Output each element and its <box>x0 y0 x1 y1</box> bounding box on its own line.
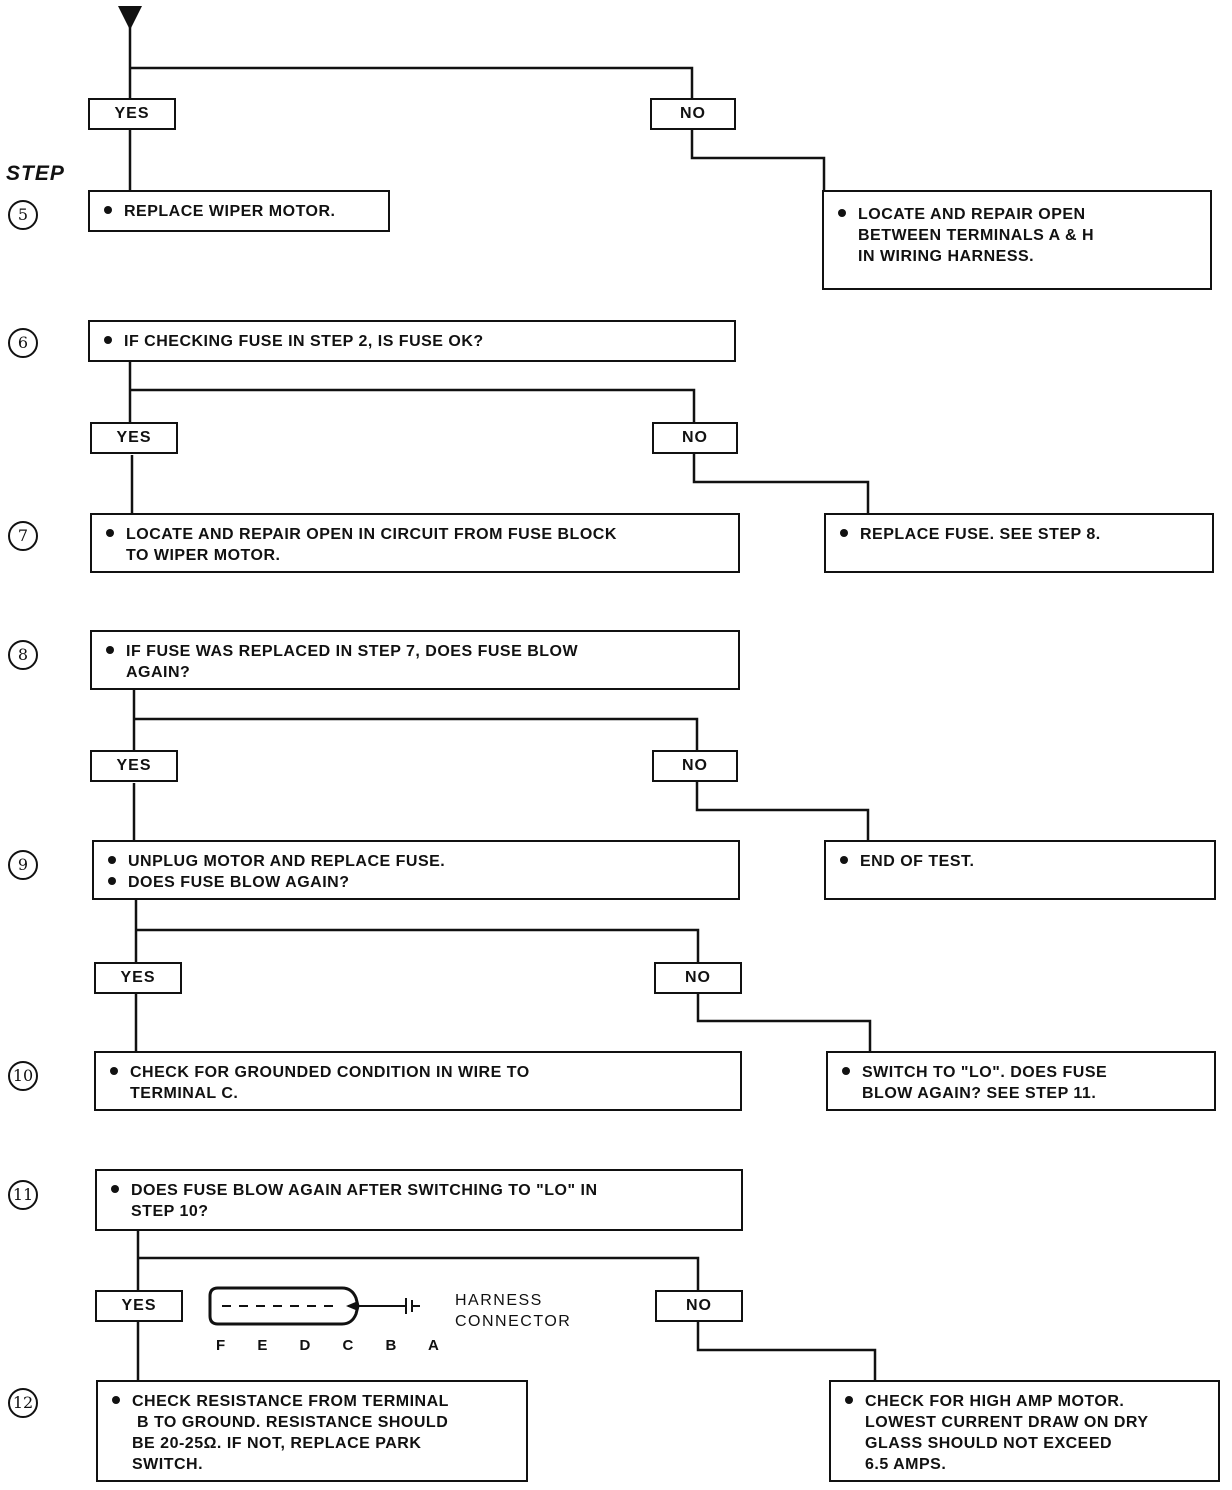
yes-label: YES <box>94 962 182 994</box>
question-text: BLOW AGAIN? SEE STEP 11. <box>862 1085 1097 1102</box>
action-text: 6.5 AMPS. <box>865 1456 947 1473</box>
step-number-8: 8 <box>8 640 38 670</box>
step5-yes-action-box: REPLACE WIPER MOTOR. <box>88 190 390 232</box>
question-text: DOES FUSE BLOW AGAIN AFTER SWITCHING TO … <box>131 1182 598 1199</box>
action-text: SWITCH. <box>132 1456 204 1473</box>
label-line: HARNESS <box>455 1292 543 1309</box>
step-number-12: 12 <box>8 1388 38 1418</box>
question-text: DOES FUSE BLOW AGAIN? <box>128 874 350 891</box>
question-text: IF FUSE WAS REPLACED IN STEP 7, DOES FUS… <box>126 643 579 660</box>
yes-label: YES <box>90 750 178 782</box>
step-number-7: 7 <box>8 521 38 551</box>
yes-label: YES <box>95 1290 183 1322</box>
bullet-icon <box>104 336 112 344</box>
label-line: CONNECTOR <box>455 1313 572 1330</box>
bullet-icon <box>111 1185 119 1193</box>
bullet-icon <box>108 856 116 864</box>
action-text: END OF TEST. <box>860 853 975 870</box>
bullet-icon <box>842 1067 850 1075</box>
action-text: LOCATE AND REPAIR OPEN <box>858 206 1086 223</box>
step9-no-action-box: END OF TEST. <box>824 840 1216 900</box>
bullet-icon <box>110 1067 118 1075</box>
step-number-9: 9 <box>8 850 38 880</box>
connector-pin-letters: F E D C B A <box>216 1337 453 1354</box>
bullet-icon <box>838 209 846 217</box>
step9-yes-action-box: UNPLUG MOTOR AND REPLACE FUSE. DOES FUSE… <box>92 840 740 900</box>
action-text: CHECK FOR GROUNDED CONDITION IN WIRE TO <box>130 1064 530 1081</box>
step-number-11: 11 <box>8 1180 38 1210</box>
bullet-icon <box>845 1396 853 1404</box>
action-text: LOWEST CURRENT DRAW ON DRY <box>865 1414 1149 1431</box>
bullet-icon <box>840 856 848 864</box>
action-text: REPLACE WIPER MOTOR. <box>124 203 336 220</box>
action-text: UNPLUG MOTOR AND REPLACE FUSE. <box>128 853 446 870</box>
bullet-icon <box>108 877 116 885</box>
step6-question-box: IF CHECKING FUSE IN STEP 2, IS FUSE OK? <box>88 320 736 362</box>
step10-no-action-box: SWITCH TO "LO". DOES FUSE BLOW AGAIN? SE… <box>826 1051 1216 1111</box>
action-text: TERMINAL C. <box>130 1085 239 1102</box>
question-text: STEP 10? <box>131 1203 209 1220</box>
step7-yes-action-box: LOCATE AND REPAIR OPEN IN CIRCUIT FROM F… <box>90 513 740 573</box>
step5-no-action-box: LOCATE AND REPAIR OPEN BETWEEN TERMINALS… <box>822 190 1212 290</box>
step-number-6: 6 <box>8 328 38 358</box>
step-number-10: 10 <box>8 1061 38 1091</box>
action-text: GLASS SHOULD NOT EXCEED <box>865 1435 1113 1452</box>
yes-label: YES <box>88 98 176 130</box>
action-text: REPLACE FUSE. SEE STEP 8. <box>860 526 1101 543</box>
bullet-icon <box>112 1396 120 1404</box>
question-text: IF CHECKING FUSE IN STEP 2, IS FUSE OK? <box>124 333 484 350</box>
step7-no-action-box: REPLACE FUSE. SEE STEP 8. <box>824 513 1214 573</box>
step-column-heading: STEP <box>6 162 65 185</box>
bullet-icon <box>106 646 114 654</box>
action-text: CHECK FOR HIGH AMP MOTOR. <box>865 1393 1125 1410</box>
step12-yes-action-box: CHECK RESISTANCE FROM TERMINAL B TO GROU… <box>96 1380 528 1482</box>
question-text: SWITCH TO "LO". DOES FUSE <box>862 1064 1108 1081</box>
step11-question-box: DOES FUSE BLOW AGAIN AFTER SWITCHING TO … <box>95 1169 743 1231</box>
no-label: NO <box>652 750 738 782</box>
no-label: NO <box>655 1290 743 1322</box>
bullet-icon <box>106 529 114 537</box>
no-label: NO <box>650 98 736 130</box>
action-text: LOCATE AND REPAIR OPEN IN CIRCUIT FROM F… <box>126 526 617 543</box>
step10-yes-action-box: CHECK FOR GROUNDED CONDITION IN WIRE TO … <box>94 1051 742 1111</box>
bullet-icon <box>104 206 112 214</box>
action-text: B TO GROUND. RESISTANCE SHOULD <box>132 1414 449 1431</box>
step12-no-action-box: CHECK FOR HIGH AMP MOTOR. LOWEST CURRENT… <box>829 1380 1220 1482</box>
yes-label: YES <box>90 422 178 454</box>
no-label: NO <box>654 962 742 994</box>
harness-connector-label: HARNESS CONNECTOR <box>455 1290 571 1332</box>
action-text: BE 20-25Ω. IF NOT, REPLACE PARK <box>132 1435 422 1452</box>
action-text: CHECK RESISTANCE FROM TERMINAL <box>132 1393 449 1410</box>
no-label: NO <box>652 422 738 454</box>
step-number-5: 5 <box>8 200 38 230</box>
action-text: IN WIRING HARNESS. <box>858 248 1035 265</box>
action-text: BETWEEN TERMINALS A & H <box>858 227 1095 244</box>
action-text: TO WIPER MOTOR. <box>126 547 281 564</box>
question-text: AGAIN? <box>126 664 191 681</box>
step8-question-box: IF FUSE WAS REPLACED IN STEP 7, DOES FUS… <box>90 630 740 690</box>
bullet-icon <box>840 529 848 537</box>
